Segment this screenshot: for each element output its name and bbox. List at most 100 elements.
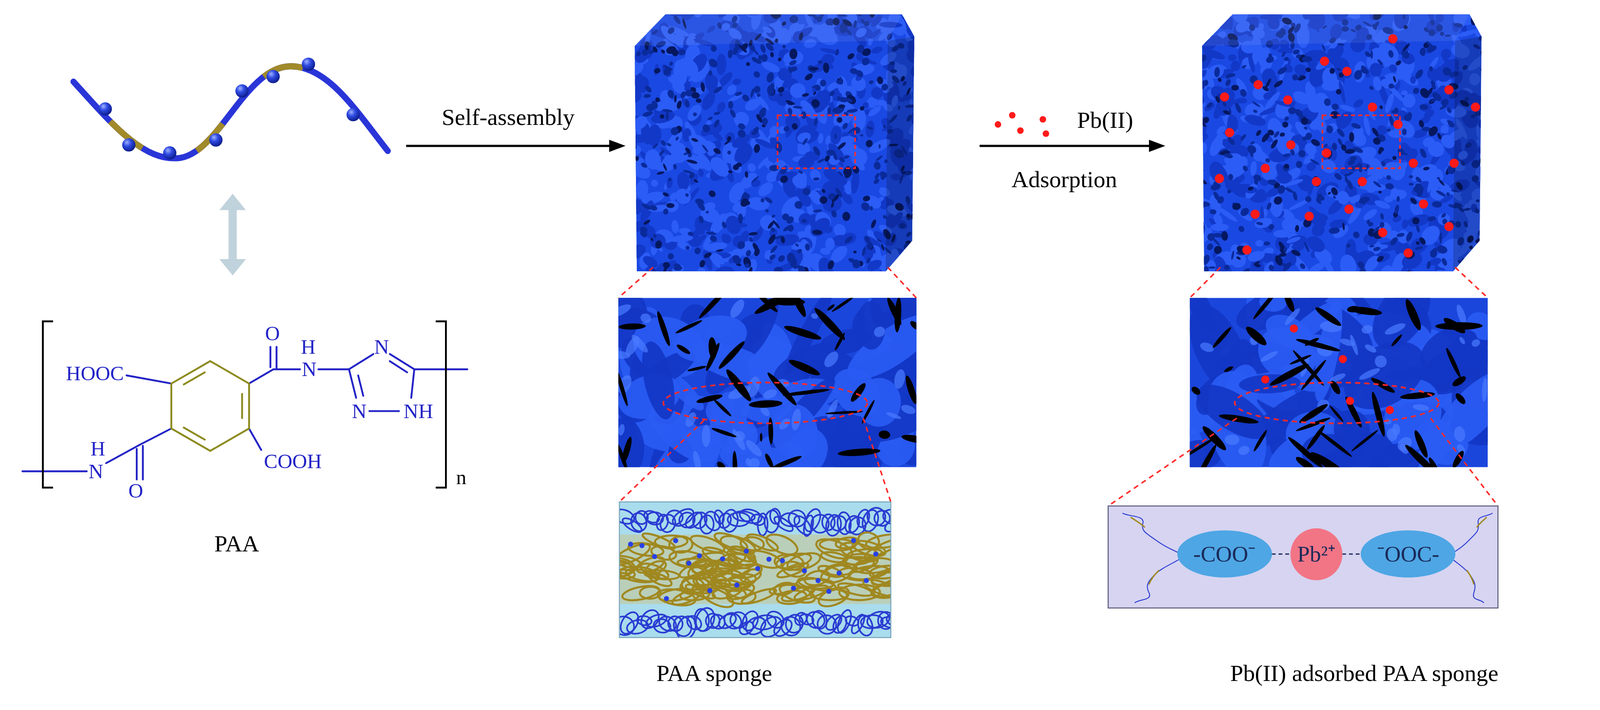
surface-texture [723, 367, 754, 404]
sponge-texture [1230, 250, 1235, 261]
sponge-texture [1411, 217, 1420, 226]
sponge-texture [1202, 116, 1210, 124]
sponge-texture [1331, 142, 1338, 151]
sponge-texture [621, 23, 641, 42]
sponge-texture [1378, 190, 1382, 194]
sponge-texture [1276, 65, 1289, 76]
sponge-texture [1370, 50, 1374, 59]
sponge-texture [749, 87, 755, 99]
sponge-texture [1438, 178, 1446, 187]
sponge-texture [1401, 218, 1410, 230]
sponge-texture [1315, 197, 1323, 205]
sponge-texture [715, 53, 727, 76]
sponge-texture [1435, 189, 1447, 198]
sponge-texture [1294, 224, 1300, 233]
sponge-texture [1267, 222, 1276, 231]
sponge-texture [811, 145, 822, 157]
sponge-texture [813, 209, 823, 213]
sponge-texture [666, 202, 675, 209]
sponge-texture [1238, 206, 1251, 218]
sponge-texture [697, 168, 705, 178]
surface-texture [768, 417, 774, 445]
sponge-texture [876, 75, 884, 85]
sponge-texture [693, 178, 699, 184]
surface-texture [760, 432, 763, 442]
sponge-texture [801, 92, 810, 98]
sponge-texture [1292, 48, 1301, 56]
surface-texture [683, 410, 699, 429]
sponge-texture [696, 224, 706, 235]
sponge-texture [1380, 160, 1387, 168]
sponge-texture [796, 248, 803, 255]
sponge-texture [1248, 148, 1254, 158]
sponge-texture [1200, 253, 1211, 267]
sponge-texture [766, 233, 777, 246]
sponge-texture [651, 45, 659, 54]
sponge-texture [778, 92, 784, 98]
sponge-texture [850, 170, 861, 195]
sponge-texture [777, 57, 783, 63]
sponge-texture [675, 100, 683, 110]
sponge-texture [1273, 229, 1291, 238]
sponge-texture [780, 236, 786, 244]
surface-texture [674, 318, 703, 335]
sponge-texture [813, 118, 819, 126]
sponge-texture [749, 270, 761, 279]
sponge-texture [1338, 253, 1359, 279]
sponge-texture [1323, 98, 1332, 107]
sponge-texture [841, 121, 849, 131]
lead-ion-dot [1311, 177, 1322, 187]
sponge-texture [1338, 103, 1356, 114]
sponge-texture [1456, 263, 1483, 286]
sponge-texture [866, 104, 883, 119]
side-group-ball [163, 146, 177, 160]
side-group-ball [209, 133, 223, 147]
sponge-texture [1434, 168, 1445, 182]
surface-texture [790, 407, 803, 432]
sponge-texture [824, 237, 835, 251]
sponge-texture [1198, 169, 1205, 175]
sponge-texture [1290, 239, 1308, 251]
sponge-texture [1473, 12, 1486, 26]
sponge-texture [1229, 7, 1236, 14]
sponge-texture [789, 48, 798, 60]
sponge-texture [1352, 68, 1364, 82]
sponge-texture [835, 79, 844, 85]
sponge-texture [1252, 173, 1263, 183]
sponge-texture [752, 84, 762, 94]
sponge-texture [769, 244, 779, 255]
sponge-texture [874, 154, 884, 162]
sponge-texture [1190, 217, 1206, 239]
sponge-texture [684, 244, 691, 251]
sponge-texture [876, 238, 883, 243]
surface-texture [899, 402, 917, 416]
sponge-texture [1261, 84, 1270, 93]
sponge-texture [1281, 51, 1287, 58]
sponge-texture [1196, 149, 1203, 158]
sponge-texture [1477, 262, 1491, 271]
sponge-texture [1254, 263, 1261, 268]
sponge-texture [827, 106, 832, 114]
sponge-texture [662, 208, 669, 215]
sponge-texture [837, 170, 844, 177]
sponge-texture [1405, 267, 1418, 282]
sponge-texture [1393, 117, 1419, 142]
lead-ion-dot [1357, 177, 1367, 187]
sponge-texture [1348, 132, 1354, 143]
lead-ion-dot [1449, 158, 1459, 168]
sponge-texture [1226, 135, 1237, 146]
sponge-texture [672, 163, 678, 170]
sponge-texture [823, 154, 831, 163]
surface-texture [727, 297, 748, 321]
arrow-head [1149, 139, 1166, 152]
surface-texture [691, 450, 703, 467]
lead-ion-dot [1250, 209, 1260, 219]
sponge-texture [1337, 42, 1345, 47]
sponge-texture [1205, 242, 1215, 252]
sponge-texture [1221, 100, 1228, 107]
sponge-texture [701, 143, 709, 153]
sponge-texture [1295, 160, 1303, 169]
sponge-texture [715, 248, 724, 252]
sponge-texture [731, 253, 743, 266]
sponge-texture [1244, 186, 1258, 194]
